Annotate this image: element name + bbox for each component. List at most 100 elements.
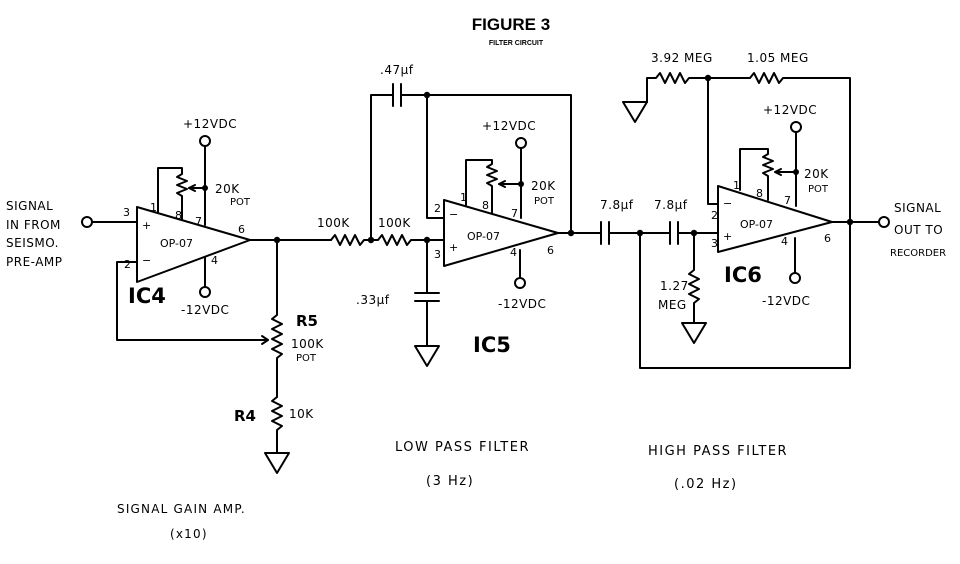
low-pass-caption-freq: (3 Hz) [426,474,474,489]
ic6-pot-value: 20K [804,167,829,181]
ic5-vplus-label: +12VDC [482,119,536,133]
figure-subtitle: FILTER CIRCUIT [489,40,544,47]
hpf-top-ground-symbol [622,101,648,123]
ic4-plus-sign: + [142,219,151,232]
lpf-inv-input-wire [426,94,445,219]
ic6-opamp-symbol [717,185,833,253]
ic4-pot-label: POT [230,197,251,208]
hpf-r-ground-value: 1.27 [660,279,689,293]
ic4-pot-value: 20K [215,182,240,196]
figure-title: FIGURE 3 [472,15,550,34]
ic6-pin6: 6 [824,232,831,245]
ic5-vplus-terminal [515,137,527,149]
lpf-r2-value: 100K [378,216,411,230]
ic5-minus-sign: − [449,208,458,221]
ic5-vminus-terminal [514,277,526,289]
low-pass-caption: LOW PASS FILTER [395,440,530,455]
lpf-cap-ground-value: .33µf [356,293,390,307]
input-label-line3: SEISMO. [6,236,59,250]
ic4-vplus-label: +12VDC [183,117,237,131]
ic4-pin3: 3 [123,206,130,219]
input-label-line2: IN FROM [6,218,61,232]
gain-amp-caption-gain: (x10) [170,527,208,541]
ic5-pin1: 1 [460,191,467,204]
ic4-pin4: 4 [211,254,218,267]
ic6-label: IC6 [724,263,762,287]
lpf-ground-capacitor [414,239,440,347]
gain-amp-stage: OP-07 + − 3 2 1 8 7 4 6 +12VDC 20K POT -… [116,117,332,541]
ic4-pin2: 2 [124,258,131,271]
ic6-offset-pot [739,148,774,201]
hpf-capacitor-2 [669,221,679,245]
ic6-vminus-terminal [789,272,801,284]
hpf-ground-resistor [688,232,700,324]
r5-pot [271,239,283,398]
lpf-feedback-wire-right [400,94,572,234]
ic4-offset-pot [157,167,188,221]
ic4-part-label: OP-07 [160,237,193,250]
r5-wiper-arrow [261,335,269,345]
output-label-line2: OUT TO [894,223,943,237]
input-terminal [81,216,93,228]
gain-amp-caption: SIGNAL GAIN AMP. [117,502,246,516]
hpf-capacitor-1 [600,221,610,245]
lpf-r1-value: 100K [317,216,350,230]
ic4-pin7: 7 [195,215,202,228]
ic6-vminus-label: -12VDC [762,294,810,308]
high-pass-stage: 7.8µf 7.8µf 1.27 MEG 3.92 MEG 1.05 MEG O… [600,51,880,492]
ic5-label: IC5 [473,333,511,357]
hpf-c1-value: 7.8µf [600,198,634,212]
r4-ground-symbol [264,452,290,474]
ic5-pin2: 2 [434,202,441,215]
ic4-pin6: 6 [238,223,245,236]
ic4-feedback-wire [116,261,269,341]
output-label-line1: SIGNAL [894,201,941,215]
r5-pot-label: POT [296,353,317,364]
ic6-pin2: 2 [711,209,718,222]
ic6-output-node [846,218,854,226]
ic6-pin4: 4 [781,235,788,248]
input-label-line4: PRE-AMP [6,255,63,269]
hpf-inv-input-wire [707,77,719,205]
ic6-part-label: OP-07 [740,218,773,231]
ic5-vminus-label: -12VDC [498,297,546,311]
high-pass-caption-freq: (.02 Hz) [674,477,738,492]
lpf-resistor-1 [330,234,372,246]
lpf-resistor-2 [370,234,445,246]
ic5-output-node [567,229,575,237]
ic4-pin1: 1 [150,201,157,214]
high-pass-caption: HIGH PASS FILTER [648,444,788,459]
ic5-pin3: 3 [434,248,441,261]
hpf-r-ground-unit: MEG [658,298,687,312]
ic6-pot-wiper [774,168,797,176]
ic6-pin7: 7 [784,194,791,207]
input-label-line1: SIGNAL [6,199,53,213]
ic6-pin1: 1 [733,179,740,192]
lpf-feedback-capacitor [392,83,402,107]
ic6-minus-sign: − [723,197,732,210]
ic5-pot-wiper [498,180,522,188]
hpf-bottom-feedback-wire [639,221,851,369]
ic5-pin8: 8 [482,199,489,212]
ic4-pot-arrow [188,184,196,192]
ic4-minus-sign: − [142,254,151,267]
ic6-plus-sign: + [723,230,732,243]
ic4-vplus-terminal [199,135,211,147]
ic5-pot-value: 20K [531,179,556,193]
ic4-vminus-label: -12VDC [181,303,229,317]
ic5-opamp-symbol [443,199,559,267]
hpf-c2-value: 7.8µf [654,198,688,212]
r4-value: 10K [289,407,314,421]
ic5-pin7: 7 [511,207,518,220]
ic5-pin4: 4 [510,246,517,259]
ic5-pin6: 6 [547,244,554,257]
output-label-line3: RECORDER [890,248,946,259]
output-terminal [878,216,890,228]
hpf-r-fb-value: 1.05 MEG [747,51,809,65]
r5-value: 100K [291,337,324,351]
ic5-plus-sign: + [449,241,458,254]
ic5-pot-label: POT [534,196,555,207]
ic6-vplus-label: +12VDC [763,103,817,117]
ic5-offset-pot [465,159,498,214]
